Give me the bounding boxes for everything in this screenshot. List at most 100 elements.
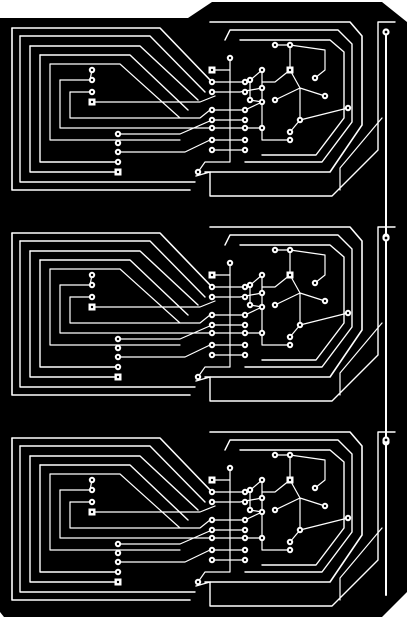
pad-drill [90, 488, 94, 492]
pad-drill [288, 43, 292, 47]
pad-drill [243, 313, 247, 317]
loop-trace [195, 431, 396, 607]
loop-trace [49, 268, 181, 324]
loop-trace [29, 45, 199, 101]
trace [289, 44, 326, 79]
pad-drill [210, 68, 214, 72]
loop-trace [224, 29, 353, 163]
pad-drill [90, 68, 94, 72]
pad-drill [288, 130, 292, 134]
outer-loop-trace [204, 21, 363, 173]
outer-loop-trace [204, 226, 363, 378]
pad-drill [260, 510, 264, 514]
pad-drill [116, 337, 120, 341]
pad-drill [210, 295, 214, 299]
pad-drill [210, 536, 214, 540]
trace [211, 497, 263, 503]
pad-drill [116, 170, 120, 174]
pad-drill [298, 118, 302, 122]
pad-drill [298, 528, 302, 532]
pad-drill [260, 536, 264, 540]
pad-drill [210, 138, 214, 142]
pad-drill [288, 453, 292, 457]
pad-drill [116, 570, 120, 574]
pad-drill [90, 510, 94, 514]
trace [69, 91, 211, 119]
trace [339, 322, 383, 396]
loop-trace [39, 259, 119, 368]
pad-drill [313, 281, 317, 285]
pad-drill [384, 236, 388, 240]
outer-loop-trace [11, 437, 213, 493]
trace [274, 497, 301, 543]
pad-drill [323, 94, 327, 98]
trace [289, 454, 326, 489]
pad-drill [90, 273, 94, 277]
pad-drill [116, 580, 120, 584]
trace [274, 292, 301, 338]
trace [197, 57, 231, 173]
loop-trace [224, 234, 353, 368]
pad-drill [260, 496, 264, 500]
trace [117, 119, 213, 135]
pad-drill [323, 504, 327, 508]
trace [91, 95, 216, 103]
loop-trace [19, 445, 196, 593]
pad-drill [260, 331, 264, 335]
pad-drill [273, 303, 277, 307]
loop-trace [239, 449, 345, 566]
pad-drill [313, 76, 317, 80]
pad-drill [210, 343, 214, 347]
pad-drill [210, 353, 214, 357]
pad-drill [243, 295, 247, 299]
pad-drill [116, 160, 120, 164]
pad-drill [288, 335, 292, 339]
loop-trace [39, 464, 189, 521]
pad-drill [210, 558, 214, 562]
pad-drill [248, 283, 252, 287]
pad-drill [210, 273, 214, 277]
pad-drill [243, 118, 247, 122]
pad-drill [116, 346, 120, 350]
pad-drill [243, 536, 247, 540]
trace [261, 274, 291, 346]
pad-drill [288, 273, 292, 277]
loop-trace [49, 268, 181, 346]
pad-drill [228, 466, 232, 470]
loop-trace [29, 455, 199, 511]
trace [197, 262, 231, 378]
pad-drill [210, 500, 214, 504]
pad-drill [228, 261, 232, 265]
pad-drill [248, 303, 252, 307]
pad-drill [210, 478, 214, 482]
pad-drill [210, 490, 214, 494]
pad-drill [243, 343, 247, 347]
pad-drill [90, 78, 94, 82]
loop-trace [39, 54, 119, 163]
pad-drill [260, 273, 264, 277]
pad-drill [116, 560, 120, 564]
pad-drill [116, 542, 120, 546]
pad-drill [288, 248, 292, 252]
pad-drill [210, 108, 214, 112]
loop-trace [29, 455, 119, 583]
trace [117, 549, 211, 563]
pad-drill [210, 548, 214, 552]
outer-loop-trace [11, 27, 213, 83]
pad-drill [384, 30, 388, 34]
pad-drill [243, 528, 247, 532]
loop-trace [239, 244, 345, 361]
trace [69, 501, 211, 529]
trace [117, 529, 213, 545]
pad-drill [196, 580, 200, 584]
pad-drill [90, 500, 94, 504]
pad-drill [273, 248, 277, 252]
pad-drill [210, 126, 214, 130]
pad-drill [210, 118, 214, 122]
pad-drill [273, 98, 277, 102]
loop-trace [19, 240, 196, 388]
loop-trace [195, 21, 396, 197]
pad-drill [243, 148, 247, 152]
trace [211, 87, 263, 93]
trace [69, 296, 211, 324]
